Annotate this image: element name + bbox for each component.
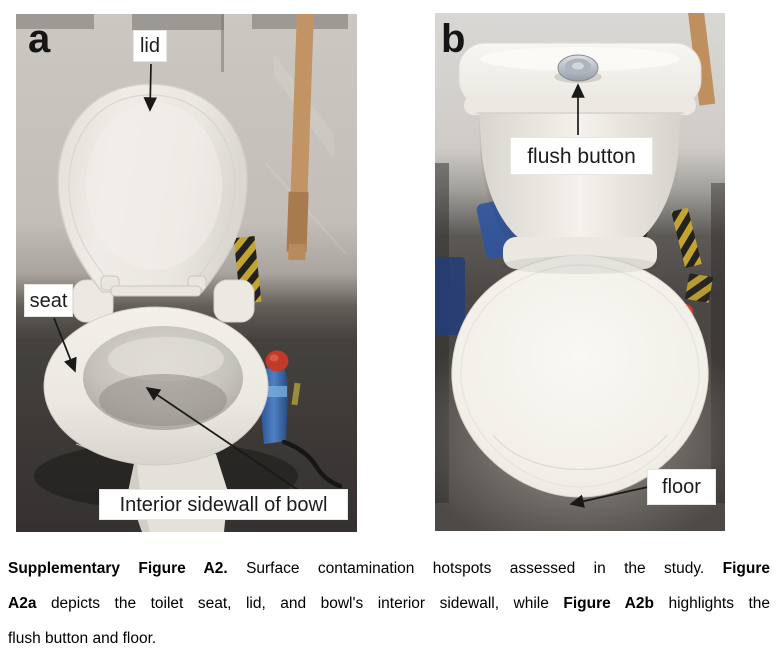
label-seat: seat [24,284,73,317]
caption-line-3: flush button and floor. [8,621,770,656]
caption-text: highlights the [653,595,770,612]
toilet-lid-closed [451,254,709,498]
label-flush-button: flush button [510,137,653,175]
caption-bold-title: Supplementary Figure A2. [8,560,228,577]
panel-b-photo [435,13,725,531]
tape-strip [286,14,315,261]
panel-a-marker: a [28,17,51,61]
floor-arrow [569,486,649,508]
label-lid: lid [133,30,167,62]
panel-a: a lid seat Interior sidewall of bowl [16,14,357,532]
figure-caption: Supplementary Figure A2. Surface contami… [8,551,770,656]
panel-b-marker: b [441,17,466,61]
caption-text: depicts the toilet seat, lid, and bowl's… [36,595,564,612]
caption-bold-a2b: Figure A2b [563,595,654,612]
flush-button [557,54,599,82]
label-floor: floor [647,469,716,505]
panel-a-photo [16,14,357,532]
tape-strip [687,13,716,106]
caption-text: Surface contamination hotspots assessed … [227,560,723,577]
toilet-lid-raised [57,83,248,293]
caption-text: flush button and floor. [8,630,157,647]
panel-b: b flush button floor [435,13,725,531]
caption-line-1: Supplementary Figure A2. Surface contami… [8,551,770,586]
caption-bold-a2a: A2a [8,595,37,612]
lid-arrow [143,63,158,112]
seat-arrow [53,317,77,373]
caption-line-2: A2a depicts the toilet seat, lid, and bo… [8,586,770,621]
toilet-seat-open [43,306,269,466]
caption-bold-figure: Figure [722,560,770,577]
bowl-arrow [145,387,305,495]
label-interior-sidewall: Interior sidewall of bowl [99,489,348,520]
spray-bottle [259,350,289,444]
